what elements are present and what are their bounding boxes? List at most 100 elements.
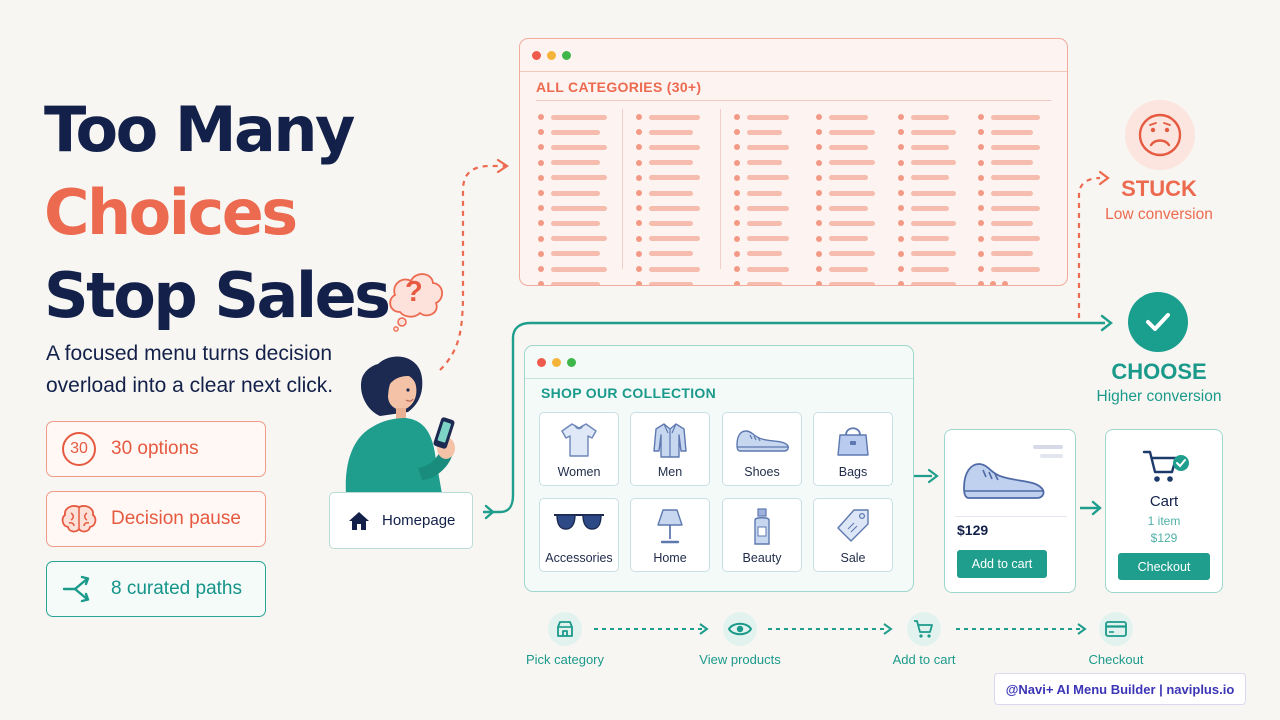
sad-face-icon: [1125, 100, 1195, 170]
person-with-phone-illustration: [345, 356, 455, 494]
list-bullet: [636, 235, 642, 242]
cart-check-icon: [1142, 450, 1189, 482]
list-item-placeholder: [747, 205, 789, 211]
list-bullet: [636, 266, 642, 272]
list-bullet: [816, 266, 822, 272]
checkout-button[interactable]: Checkout: [1118, 553, 1210, 580]
minimize-dot-icon[interactable]: [552, 358, 561, 367]
list-bullet: [636, 159, 642, 166]
list-item-placeholder: [991, 236, 1040, 242]
list-item-placeholder: [747, 160, 782, 166]
category-tile-shoes[interactable]: Shoes: [722, 412, 802, 486]
number-30-icon: 30: [62, 432, 96, 466]
maximize-dot-icon[interactable]: [562, 51, 571, 60]
list-item-placeholder: [747, 175, 789, 181]
list-item-placeholder: [829, 220, 875, 226]
category-tile-bags[interactable]: Bags: [813, 412, 893, 486]
list-item-placeholder: [649, 281, 693, 285]
headline-line-2: Choices: [44, 176, 298, 249]
list-bullet: [636, 129, 642, 136]
eye-icon: [723, 612, 757, 646]
list-item-placeholder: [747, 281, 782, 285]
cart-card: Cart 1 item $129 Checkout: [1105, 429, 1223, 593]
homepage-label: Homepage: [382, 512, 456, 529]
stuck-title: STUCK: [1121, 176, 1197, 201]
tile-label: Home: [653, 551, 687, 565]
list-item-placeholder: [551, 144, 607, 150]
store-icon: [548, 612, 582, 646]
list-item-placeholder: [551, 281, 600, 285]
list-item-placeholder: [649, 144, 700, 150]
list-bullet: [816, 159, 822, 166]
question-mark-icon: ?: [405, 276, 423, 308]
list-bullet: [816, 114, 822, 120]
list-bullet: [978, 235, 984, 242]
list-item-placeholder: [829, 175, 868, 181]
category-tile-sale[interactable]: Sale: [813, 498, 893, 572]
list-item-placeholder: [991, 129, 1033, 135]
list-bullet: [978, 220, 984, 227]
category-tile-beauty[interactable]: Beauty: [722, 498, 802, 572]
headline-line-3: Stop Sales: [44, 259, 391, 332]
column-divider: [622, 109, 623, 269]
step-label: Pick category: [525, 652, 605, 667]
headline: Too Many Choices Stop Sales: [44, 88, 391, 337]
list-bullet: [636, 250, 642, 257]
list-item-placeholder: [649, 160, 693, 166]
cart-items: 1 item: [1147, 514, 1181, 528]
headline-line-1: Too Many: [44, 93, 355, 166]
list-bullet: [734, 174, 740, 181]
list-item-placeholder: [991, 175, 1040, 181]
list-bullet: [978, 144, 984, 151]
list-bullet: [816, 220, 822, 227]
list-bullet: [636, 174, 642, 181]
list-bullet: [898, 266, 904, 272]
list-bullet: [538, 250, 544, 257]
choose-title: CHOOSE: [1111, 359, 1207, 384]
list-bullet: [734, 205, 740, 212]
minimize-dot-icon[interactable]: [547, 51, 556, 60]
list-bullet: [636, 220, 642, 227]
list-bullet: [978, 190, 984, 196]
list-item-placeholder: [829, 129, 875, 135]
homepage-button[interactable]: Homepage: [329, 492, 473, 549]
add-to-cart-button[interactable]: Add to cart: [957, 550, 1047, 578]
list-bullet: [898, 159, 904, 166]
card-icon: [1099, 612, 1133, 646]
list-item-placeholder: [747, 220, 782, 226]
list-bullet: [636, 144, 642, 151]
category-tile-men[interactable]: Men: [630, 412, 710, 486]
list-bullet: [816, 129, 822, 136]
list-item-placeholder: [911, 114, 949, 120]
list-bullet: [734, 190, 740, 196]
list-item-placeholder: [911, 266, 949, 272]
list-item-placeholder: [991, 144, 1040, 150]
list-bullet: [978, 266, 984, 272]
list-bullet: [978, 159, 984, 166]
sneaker-icon: [963, 463, 1045, 499]
close-dot-icon[interactable]: [532, 51, 541, 60]
maximize-dot-icon[interactable]: [567, 358, 576, 367]
list-bullet: [636, 205, 642, 212]
list-item-placeholder: [551, 114, 607, 120]
list-bullet: [734, 129, 740, 136]
close-dot-icon[interactable]: [537, 358, 546, 367]
list-item-placeholder: [829, 281, 875, 285]
list-item-placeholder: [991, 220, 1033, 226]
list-item-placeholder: [551, 190, 600, 196]
list-bullet: [636, 281, 642, 285]
category-tile-accessories[interactable]: Accessories: [539, 498, 619, 572]
window-controls: [537, 358, 576, 367]
category-tile-home[interactable]: Home: [630, 498, 710, 572]
handbag-icon: [837, 427, 869, 456]
list-item-placeholder: [829, 190, 875, 196]
list-item-placeholder: [551, 160, 600, 166]
list-item-placeholder: [911, 160, 956, 166]
category-tile-women[interactable]: Women: [539, 412, 619, 486]
list-bullet: [816, 174, 822, 181]
list-item-placeholder: [829, 160, 875, 166]
tile-label: Men: [657, 465, 683, 479]
list-bullet: [538, 114, 544, 120]
brain-icon: [61, 505, 97, 533]
list-bullet: [990, 281, 996, 285]
